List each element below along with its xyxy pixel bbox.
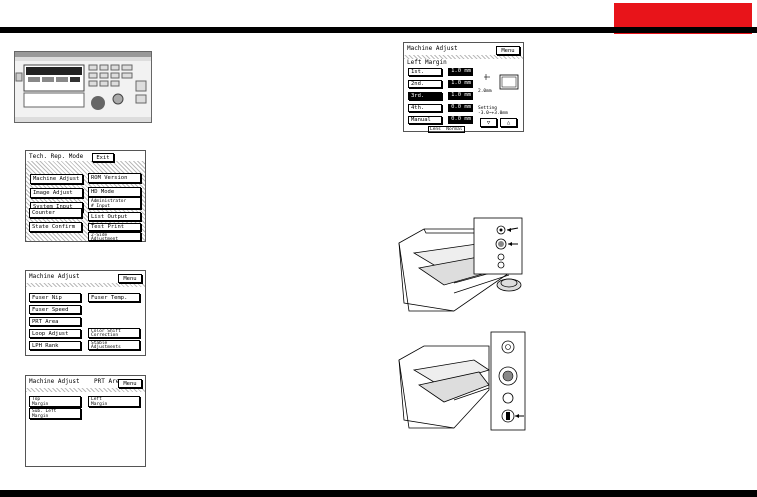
drawer-illustration-top bbox=[398, 217, 523, 312]
menu-button[interactable]: Menu bbox=[118, 379, 142, 388]
panel-title: Tech. Rep. Mode bbox=[29, 153, 84, 160]
two-side-adjustment-button[interactable]: 2-Side Adjustment bbox=[88, 232, 141, 241]
test-print-button[interactable]: Test Print bbox=[88, 223, 141, 231]
header-rule bbox=[0, 27, 757, 33]
state-confirm-button[interactable]: State Confirm bbox=[29, 222, 82, 232]
drawer-illustration-bottom bbox=[398, 331, 526, 431]
row-2nd-button[interactable]: 2nd. bbox=[408, 80, 442, 88]
color-shift-correction-button[interactable]: Color Shift Correction bbox=[88, 328, 140, 338]
lens-normal-legend: Lens Normal bbox=[428, 126, 465, 133]
sub-left-margin-button[interactable]: Sub. Left Margin bbox=[29, 408, 81, 419]
offset-text: 2.0mm bbox=[478, 89, 492, 94]
row-1st-value: 1.0 mm bbox=[448, 68, 473, 76]
counter-button[interactable]: Counter bbox=[29, 208, 82, 218]
row-3rd-button[interactable]: 3rd. bbox=[408, 92, 442, 100]
rom-version-button[interactable]: ROM Version bbox=[88, 173, 141, 183]
range-text: Setting -3.0~+3.0mm bbox=[478, 106, 508, 116]
administrator-input-button[interactable]: Administrator # Input bbox=[88, 197, 141, 209]
prt-area-button[interactable]: PRT Area bbox=[29, 317, 81, 326]
stable-adjustments-button[interactable]: Stable Adjustments bbox=[88, 340, 140, 350]
row-1st-button[interactable]: 1st. bbox=[408, 68, 442, 76]
row-4th-value: 0.0 mm bbox=[448, 104, 473, 112]
prt-area-panel: Machine Adjust PRT Area Menu Top Margin … bbox=[25, 375, 146, 467]
machine-adjust-panel: Machine Adjust Menu Fuser Nip Fuser Temp… bbox=[25, 270, 146, 356]
image-adjust-button[interactable]: Image Adjust bbox=[30, 188, 83, 198]
down-button[interactable]: ▽ bbox=[480, 118, 497, 127]
panel-title: Machine Adjust bbox=[29, 273, 80, 280]
up-arrow-icon: △ bbox=[506, 120, 511, 126]
panel-title: Machine Adjust PRT Area bbox=[29, 378, 123, 385]
row-manual-value: 0.0 mm bbox=[448, 116, 473, 124]
control-panel-illustration bbox=[14, 51, 152, 123]
page-offset-diagram bbox=[484, 74, 519, 90]
row-4th-button[interactable]: 4th. bbox=[408, 104, 442, 112]
left-margin-panel: Machine Adjust Menu Left Margin 1st. 1.0… bbox=[403, 42, 524, 133]
exit-button[interactable]: Exit bbox=[92, 153, 114, 162]
fuser-nip-button[interactable]: Fuser Nip bbox=[29, 293, 81, 302]
row-manual-button[interactable]: Manual bbox=[408, 116, 442, 124]
row-3rd-value: 1.0 mm bbox=[448, 92, 473, 100]
footer-rule bbox=[0, 490, 757, 497]
down-arrow-icon: ▽ bbox=[486, 120, 491, 126]
panel-title: Machine Adjust bbox=[407, 45, 458, 52]
menu-button[interactable]: Menu bbox=[496, 46, 520, 55]
list-output-button[interactable]: List Output bbox=[88, 212, 141, 221]
row-2nd-value: 1.0 mm bbox=[448, 80, 473, 88]
loop-adjust-button[interactable]: Loop Adjust bbox=[29, 329, 81, 338]
fuser-temp-button[interactable]: Fuser Temp. bbox=[88, 293, 140, 302]
lph-rank-button[interactable]: LPH Rank bbox=[29, 341, 81, 350]
up-button[interactable]: △ bbox=[500, 118, 517, 127]
fuser-speed-button[interactable]: Fuser Speed bbox=[29, 305, 81, 314]
menu-button[interactable]: Menu bbox=[118, 274, 142, 283]
machine-adjust-button[interactable]: Machine Adjust bbox=[30, 174, 83, 184]
top-margin-button[interactable]: Top Margin bbox=[29, 396, 81, 407]
hd-mode-button[interactable]: HD Mode bbox=[88, 187, 141, 197]
section-label: Left Margin bbox=[407, 59, 447, 66]
left-margin-button[interactable]: Left Margin bbox=[88, 396, 140, 407]
